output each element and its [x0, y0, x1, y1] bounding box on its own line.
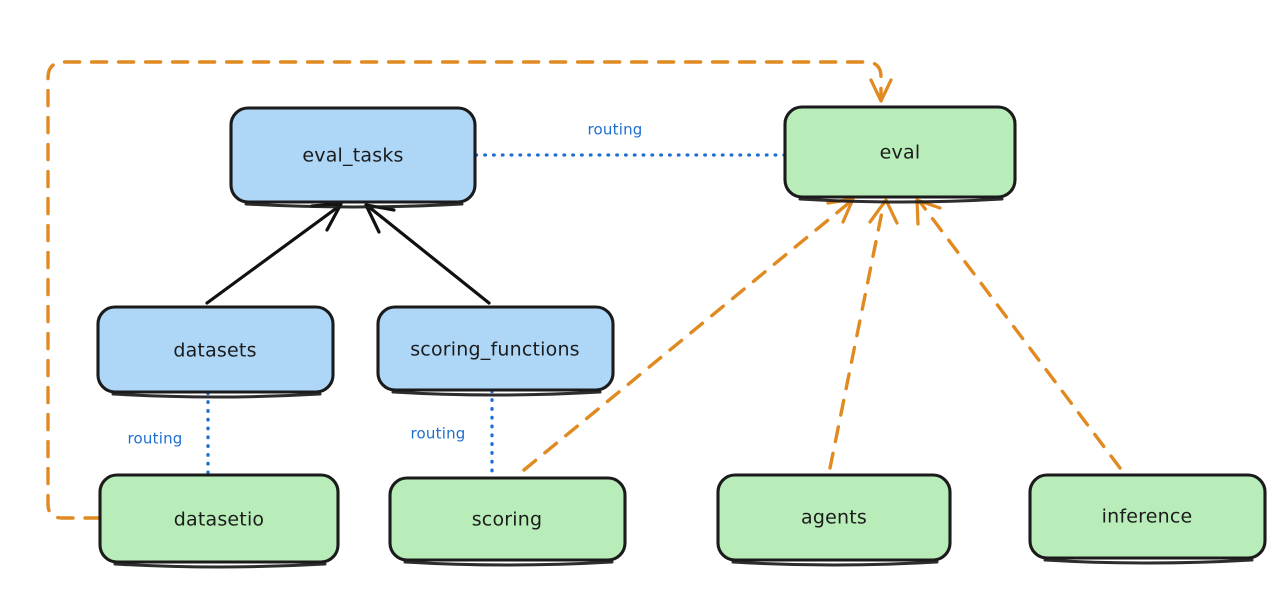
node-scoring_functions-shape	[376, 305, 615, 392]
node-datasets-shape	[96, 305, 335, 394]
node-scoring-shadow	[403, 560, 614, 567]
node-agents-shadow	[731, 560, 939, 567]
node-eval-shadow	[798, 197, 1004, 204]
node-datasets-shadow	[111, 392, 322, 399]
arrow-head-scoringfn-evaltasks	[364, 203, 396, 234]
node-scoring-label: scoring	[472, 509, 543, 531]
arrow-head-agents-eval	[868, 198, 899, 225]
edge-agents-eval	[828, 200, 886, 470]
node-inference-shadow	[1043, 558, 1254, 565]
edge-inference-eval	[918, 200, 1122, 470]
node-agents-label: agents	[801, 507, 867, 529]
node-eval[interactable]: eval	[783, 105, 1017, 204]
node-inference-shape	[1028, 473, 1267, 560]
node-inference[interactable]: inference	[1028, 473, 1267, 565]
node-eval_tasks-shadow	[244, 202, 464, 209]
node-scoring[interactable]: scoring	[388, 476, 627, 567]
node-scoring_functions-shadow	[391, 390, 602, 397]
node-agents-shape	[716, 473, 952, 562]
node-eval_tasks[interactable]: eval_tasks	[229, 106, 477, 209]
node-eval-shape	[783, 105, 1017, 199]
node-datasets-label: datasets	[173, 340, 256, 362]
node-scoring_functions[interactable]: scoring_functions	[376, 305, 615, 397]
edge-scoringfn-evaltasks	[367, 205, 491, 305]
node-eval-label: eval	[880, 142, 921, 164]
node-datasetio-shape	[98, 473, 340, 564]
node-eval_tasks-label: eval_tasks	[302, 145, 403, 167]
arrow-head-datasetio-eval	[869, 78, 893, 103]
node-datasetio-shadow	[113, 562, 327, 569]
edge-label-routing-datasets-datasetio: routing	[128, 430, 183, 448]
node-scoring-shape	[388, 476, 627, 562]
edge-label-routing-evaltasks-eval: routing	[588, 121, 643, 139]
node-datasets[interactable]: datasets	[96, 305, 335, 399]
edge-scoring-eval	[522, 200, 852, 472]
edge-label-routing-scoringfn-scoring: routing	[411, 425, 466, 443]
node-inference-label: inference	[1102, 506, 1193, 528]
node-eval_tasks-shape	[229, 106, 477, 204]
edge-label-layer: routing routing routing	[128, 121, 643, 448]
edge-datasets-evaltasks	[205, 205, 340, 305]
node-scoring_functions-label: scoring_functions	[410, 339, 580, 361]
node-datasetio-label: datasetio	[174, 509, 265, 531]
node-agents[interactable]: agents	[716, 473, 952, 567]
node-datasetio[interactable]: datasetio	[98, 473, 340, 569]
edge-layer	[46, 60, 1122, 520]
edge-datasetio-eval	[46, 60, 883, 520]
arrow-head-inference-eval	[915, 198, 942, 226]
